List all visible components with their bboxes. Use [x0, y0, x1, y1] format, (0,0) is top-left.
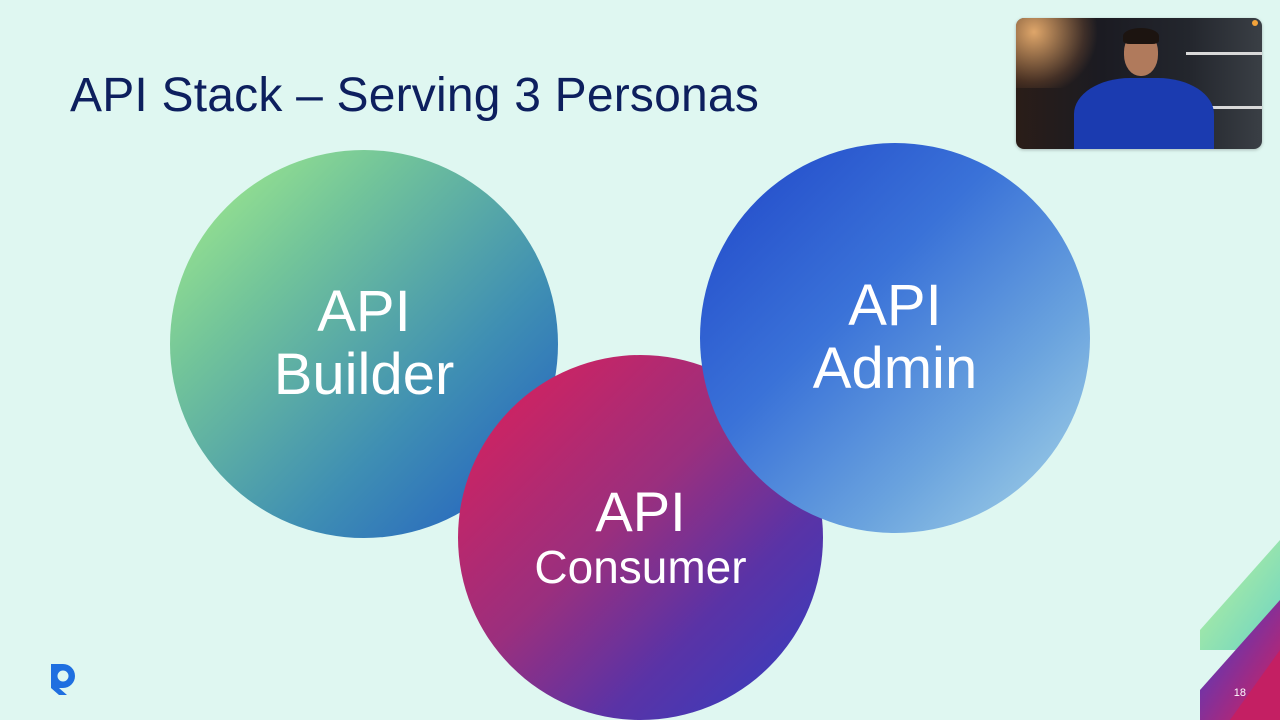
persona-builder-line2: Builder: [273, 342, 455, 407]
video-person-hair: [1123, 28, 1159, 44]
video-status-dot-icon: [1252, 20, 1258, 26]
slide-title: API Stack – Serving 3 Personas: [70, 69, 760, 122]
video-shelf-top: [1186, 52, 1262, 55]
persona-admin-line1: API: [848, 273, 942, 339]
persona-consumer-line1: API: [595, 480, 686, 544]
persona-circle-admin: API Admin: [700, 143, 1090, 533]
persona-circle-builder: API Builder: [170, 150, 558, 538]
brand-logo-icon: [49, 664, 75, 695]
persona-consumer-line2: Consumer: [534, 540, 747, 593]
video-shelf-bottom: [1186, 106, 1262, 109]
video-person-body: [1074, 78, 1214, 149]
persona-admin-line2: Admin: [812, 336, 978, 401]
page-number: 18: [1233, 687, 1246, 699]
corner-decoration-icon: [1200, 540, 1280, 720]
persona-builder-line1: API: [317, 279, 411, 345]
presenter-video-icon[interactable]: [1016, 18, 1262, 149]
video-lamp-glow: [1016, 18, 1106, 88]
